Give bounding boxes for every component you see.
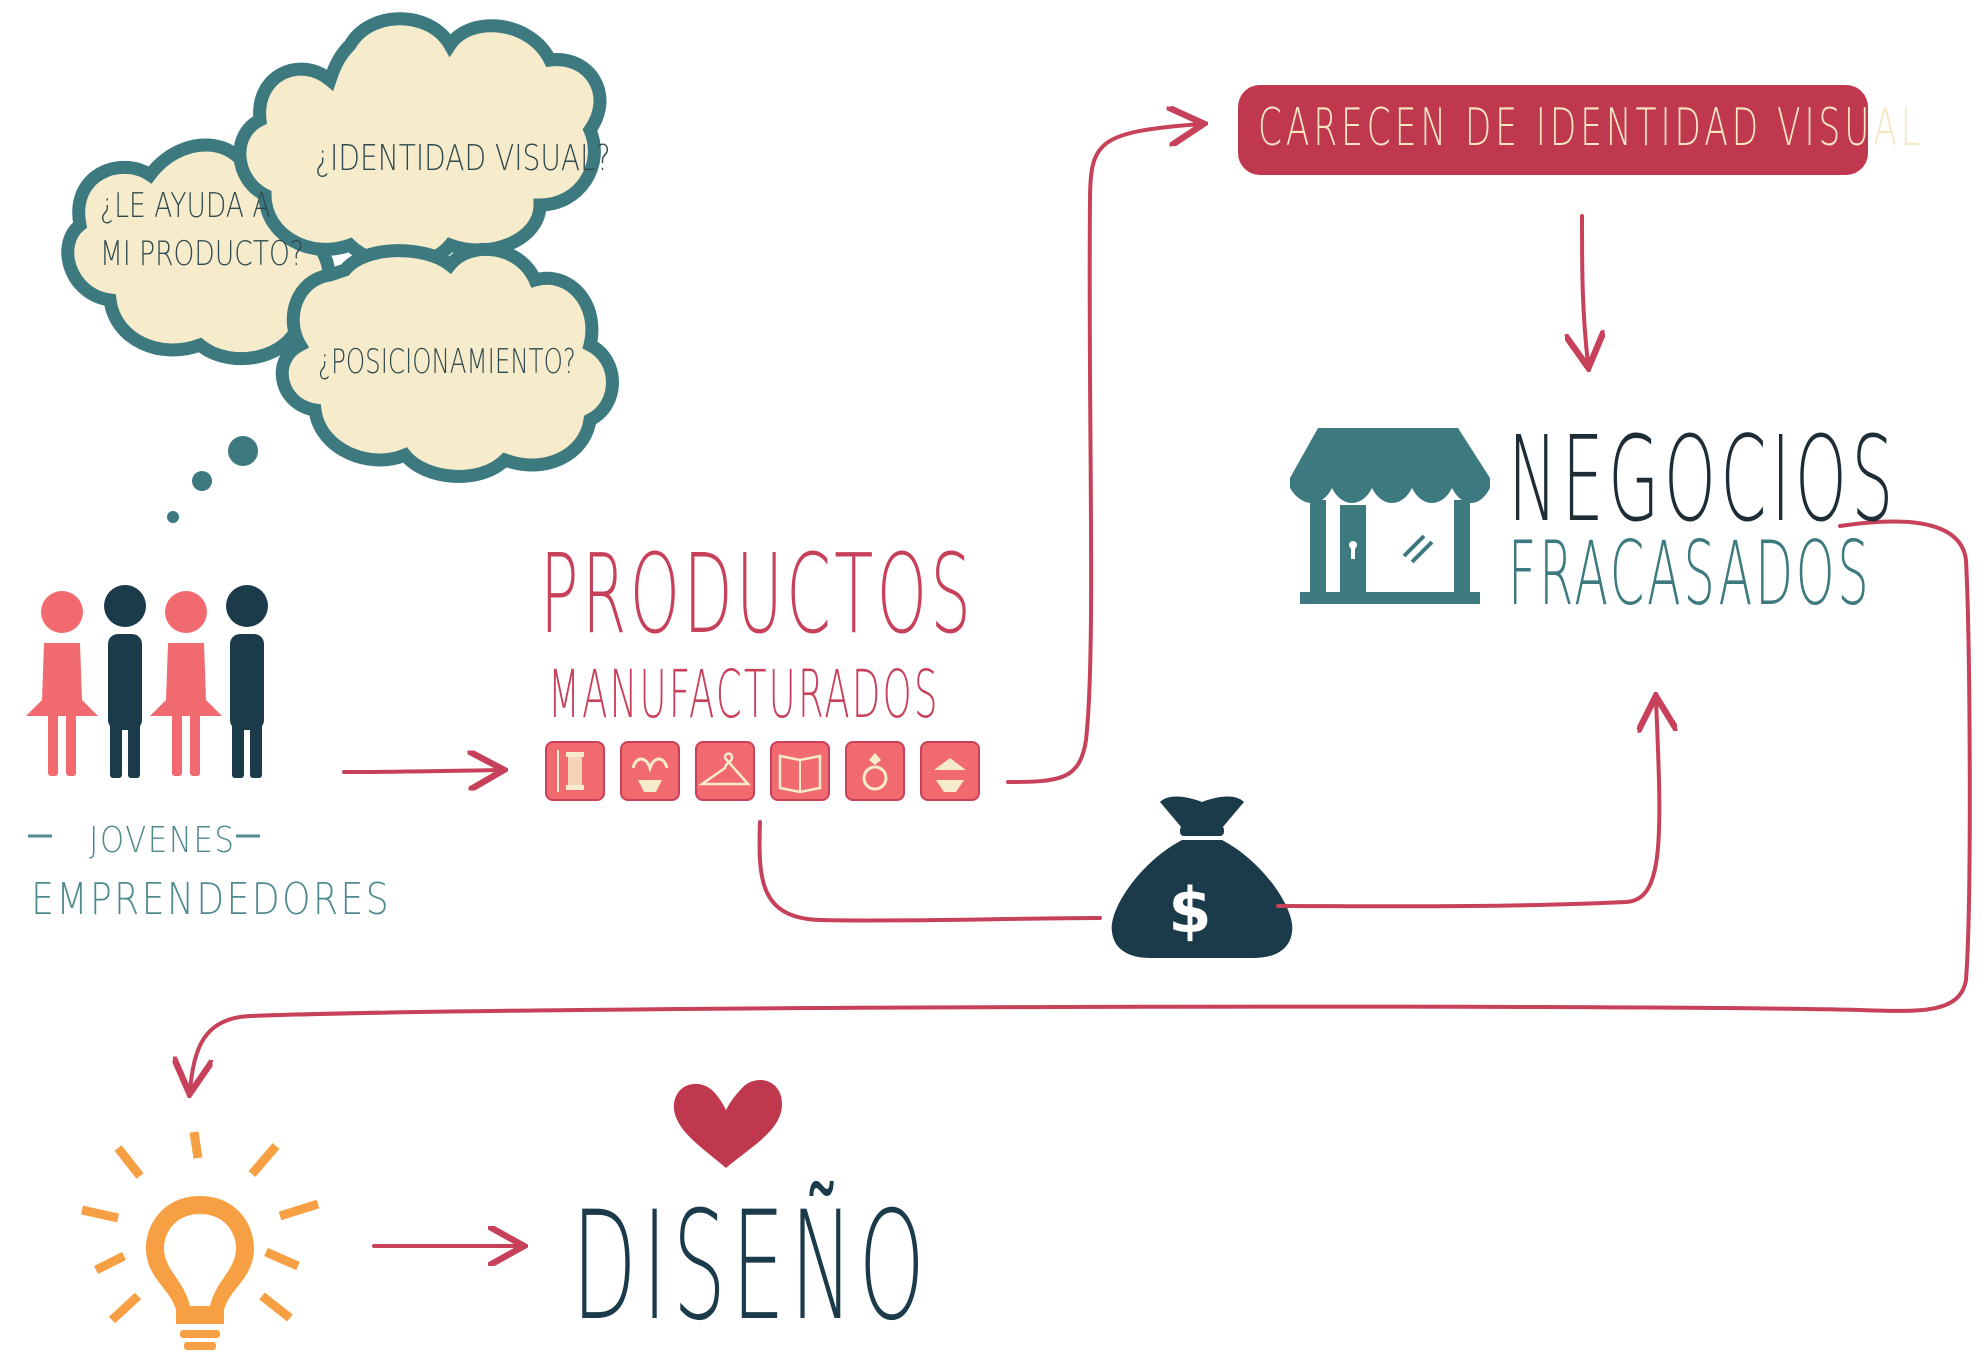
products-title: PRODUCTOS bbox=[540, 530, 975, 658]
arrow-products-to-money bbox=[757, 820, 1102, 923]
store-icon bbox=[1290, 428, 1490, 604]
cloud-question-identity: ¿IDENTIDAD VISUAL? bbox=[315, 138, 611, 179]
identity-box bbox=[1238, 85, 1868, 175]
arrow-money-to-business bbox=[1276, 700, 1659, 909]
hanger-icon bbox=[695, 741, 755, 801]
failed-business-subtitle: FRACASADOS bbox=[1508, 522, 1872, 625]
failed-business-title: NEGOCIOS bbox=[1508, 410, 1898, 548]
book-icon bbox=[770, 741, 830, 801]
lightbulb-icon bbox=[81, 1131, 320, 1350]
people-label-line2: EMPRENDEDORES bbox=[31, 874, 392, 925]
money-bag-icon: $ bbox=[1111, 796, 1293, 958]
arrow-people-to-products bbox=[342, 770, 500, 772]
dollar-symbol: $ bbox=[1168, 874, 1211, 947]
bikini-icon bbox=[920, 741, 980, 801]
cloud-question-positioning: ¿POSICIONAMIENTO? bbox=[318, 342, 576, 382]
product-icons-row bbox=[545, 741, 980, 801]
design-title: DISEÑO bbox=[572, 1180, 931, 1354]
identity-box-text: CARECEN DE IDENTIDAD VISUAL bbox=[1258, 98, 1924, 158]
products-subtitle: MANUFACTURADOS bbox=[548, 656, 940, 733]
man-figure-icon bbox=[104, 585, 146, 778]
man-figure-icon bbox=[226, 585, 268, 778]
thought-cloud-identity bbox=[233, 12, 607, 271]
people-label-line1: JOVENES bbox=[89, 820, 236, 861]
people-icon bbox=[26, 585, 268, 778]
ring-icon bbox=[845, 741, 905, 801]
bra-icon bbox=[620, 741, 680, 801]
woman-figure-icon bbox=[26, 591, 98, 776]
woman-figure-icon bbox=[150, 591, 222, 776]
thought-bubble-small bbox=[167, 511, 179, 523]
cloud-question-product-line2: MI PRODUCTO? bbox=[100, 234, 304, 274]
cloud-question-product-line1: ¿LE AYUDA A bbox=[100, 186, 271, 226]
arrow-business-to-design bbox=[190, 519, 1972, 1090]
thread-spool-icon bbox=[545, 741, 605, 801]
thought-bubble-medium bbox=[192, 471, 212, 491]
arrow-products-to-identity bbox=[1006, 124, 1200, 784]
thought-bubble-large bbox=[228, 436, 258, 466]
heart-icon bbox=[673, 1080, 782, 1168]
cloud-question-product: ¿LE AYUDA A MI PRODUCTO? bbox=[100, 182, 304, 278]
thought-cloud-positioning bbox=[275, 243, 619, 483]
arrow-identity-to-business bbox=[1582, 214, 1588, 364]
